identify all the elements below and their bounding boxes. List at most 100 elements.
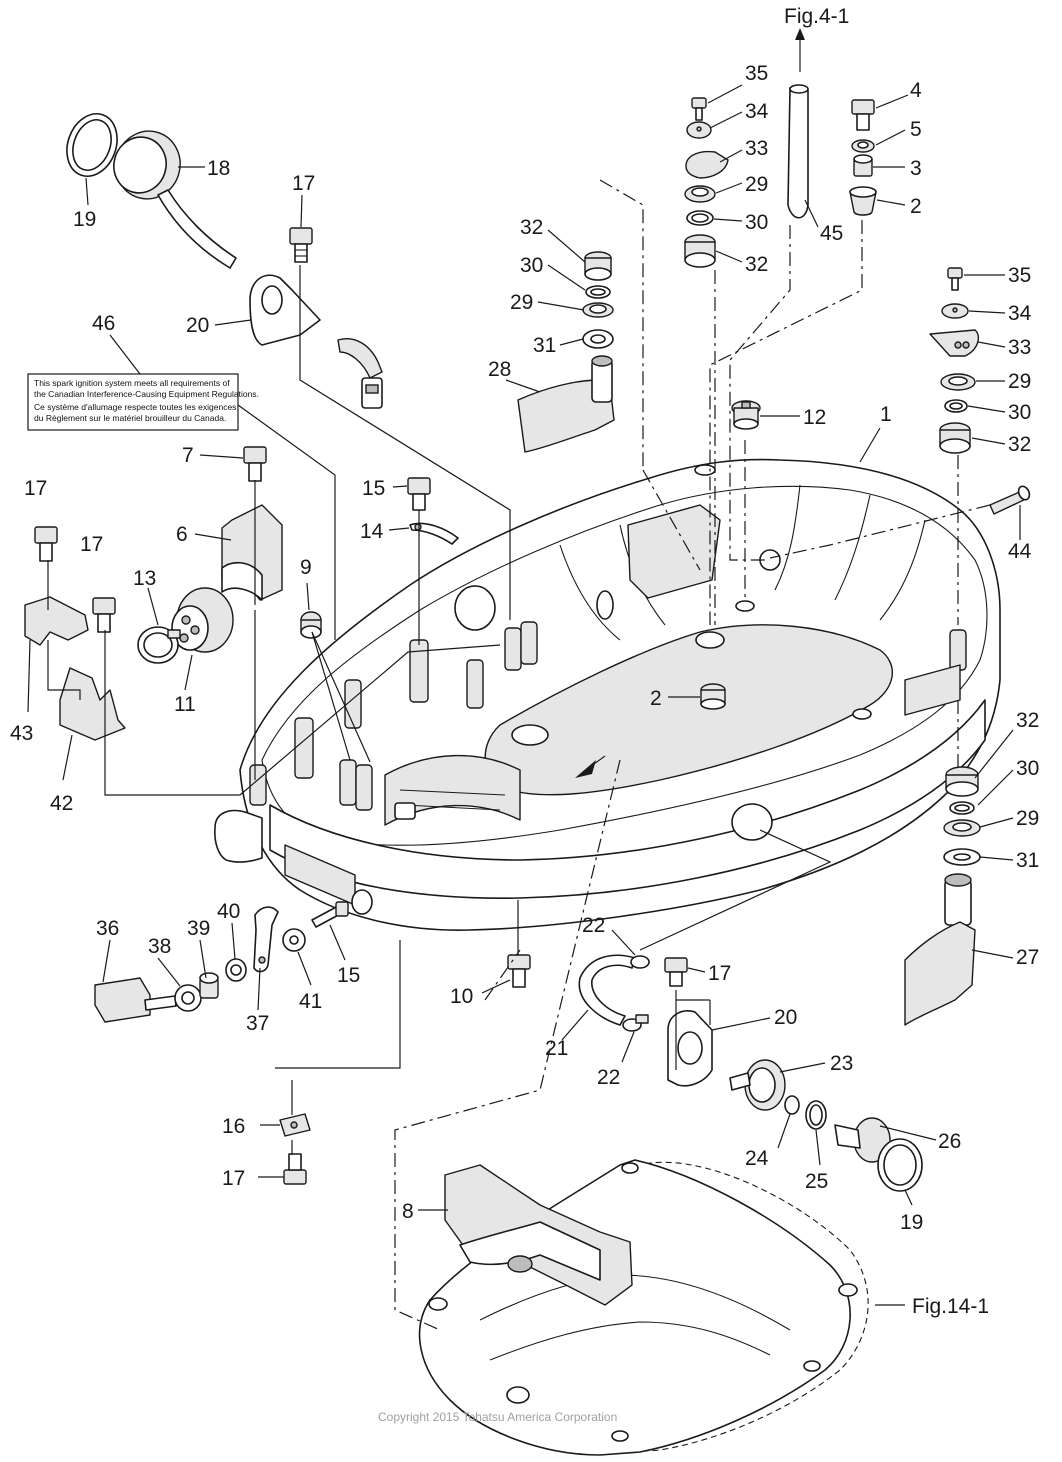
decal-line-4: du Règlement sur le matériel brouilleur … xyxy=(34,413,226,423)
callout-14: 14 xyxy=(360,520,384,543)
callout-17: 17 xyxy=(24,477,47,500)
callout-1: 1 xyxy=(880,403,892,426)
callout-16: 16 xyxy=(222,1115,245,1138)
part-17-bolt-left-a xyxy=(34,526,58,562)
part-14-washer xyxy=(409,522,459,545)
callout-19: 19 xyxy=(73,208,96,231)
part-29-bushing-d xyxy=(943,819,981,837)
callout-30: 30 xyxy=(745,211,768,234)
part-30-ring-a xyxy=(686,210,714,226)
part-4-bolt xyxy=(851,99,875,131)
callout-20: 20 xyxy=(774,1006,797,1029)
callout-31: 31 xyxy=(533,334,556,357)
callout-9: 9 xyxy=(300,556,312,579)
part-43-bracket xyxy=(24,596,89,646)
callout-8: 8 xyxy=(402,1200,414,1223)
callout-33: 33 xyxy=(745,137,768,160)
part-13-hose-clamp xyxy=(137,626,181,664)
part-22-clamp-b xyxy=(622,1014,649,1032)
callout-leaders xyxy=(27,84,1021,1306)
callout-31: 31 xyxy=(1016,849,1039,872)
callout-18: 18 xyxy=(207,157,230,180)
part-32-collar-c xyxy=(939,422,971,454)
assembly-lines xyxy=(394,179,991,1331)
part-2-grommet-inner xyxy=(700,683,726,710)
callout-22: 22 xyxy=(582,914,605,937)
part-25-oring xyxy=(805,1100,827,1130)
callout-38: 38 xyxy=(148,935,171,958)
callout-27: 27 xyxy=(1016,946,1039,969)
part-15-bolt-top xyxy=(407,477,431,511)
part-17-bolt-bottom xyxy=(283,1153,307,1185)
callout-30: 30 xyxy=(1008,401,1031,424)
callout-35: 35 xyxy=(1008,264,1031,287)
fig-4-1-arrowhead xyxy=(795,28,805,40)
callout-20: 20 xyxy=(186,314,209,337)
callout-37: 37 xyxy=(246,1012,269,1035)
callout-15: 15 xyxy=(337,964,360,987)
callout-2: 2 xyxy=(650,687,662,710)
part-38-spacer xyxy=(174,984,202,1012)
part-30-ring-b xyxy=(585,285,611,299)
callout-11: 11 xyxy=(174,693,196,716)
callout-32: 32 xyxy=(520,216,543,239)
callout-32: 32 xyxy=(745,253,768,276)
callout-34: 34 xyxy=(745,100,769,123)
decal-line-3: Ce système d'allumage respecte toutes le… xyxy=(34,402,236,412)
fig-ref-top: Fig.4-1 xyxy=(784,5,849,28)
part-9-grommet xyxy=(300,611,322,639)
lower-cover-pan xyxy=(214,458,1001,931)
part-41-washer xyxy=(282,928,306,952)
part-8-bracket xyxy=(444,1164,633,1306)
part-35-screw-b xyxy=(947,267,963,291)
callout-40: 40 xyxy=(217,900,240,923)
callout-3: 3 xyxy=(910,157,922,180)
callout-41: 41 xyxy=(299,990,322,1013)
callout-21: 21 xyxy=(545,1037,568,1060)
part-34-washer-a xyxy=(686,121,712,139)
part-28-tiller-handle xyxy=(517,355,615,453)
callout-23: 23 xyxy=(830,1052,853,1075)
part-40-washer xyxy=(225,958,247,982)
callout-28: 28 xyxy=(488,358,511,381)
part-29-bushing-c xyxy=(940,373,976,391)
part-39-sleeve xyxy=(199,972,219,999)
part-17-bolt-left-b xyxy=(92,597,116,633)
callout-29: 29 xyxy=(1008,370,1031,393)
part-16-nut xyxy=(279,1113,311,1137)
callout-33: 33 xyxy=(1008,336,1031,359)
part-2-grommet-top xyxy=(849,186,877,216)
part-42-bracket xyxy=(59,667,126,741)
part-44-pin xyxy=(989,485,1031,515)
part-36-lever xyxy=(94,977,177,1023)
callout-44: 44 xyxy=(1008,540,1032,563)
part-20-clamp-top xyxy=(249,274,383,409)
callout-32: 32 xyxy=(1008,433,1031,456)
part-17-bolt-right xyxy=(664,957,688,987)
part-31-washer-b xyxy=(582,329,614,349)
part-6-damper xyxy=(221,504,283,601)
callout-32: 32 xyxy=(1016,709,1039,732)
callout-4: 4 xyxy=(910,79,922,102)
part-3-collar xyxy=(853,154,873,177)
callout-24: 24 xyxy=(745,1147,769,1170)
callout-13: 13 xyxy=(133,567,156,590)
part-32-collar-b xyxy=(584,251,612,281)
callout-12: 12 xyxy=(803,406,826,429)
part-22-clamp-a xyxy=(630,955,650,969)
part-24-clip xyxy=(784,1095,800,1115)
callout-numbers: 35 34 33 29 30 32 45 4 5 3 2 35 34 33 29… xyxy=(10,62,1039,1234)
callout-36: 36 xyxy=(96,917,119,940)
callout-25: 25 xyxy=(805,1170,828,1193)
part-19-oring-bottom xyxy=(877,1138,923,1192)
callout-17: 17 xyxy=(80,533,103,556)
callout-35: 35 xyxy=(745,62,768,85)
callout-43: 43 xyxy=(10,722,33,745)
part-46-decal: This spark ignition system meets all req… xyxy=(27,373,259,431)
part-33-clip-b xyxy=(929,329,980,357)
part-32-collar-a xyxy=(684,234,716,268)
part-34-washer-b xyxy=(941,303,969,319)
part-19-oring-top xyxy=(66,113,118,177)
part-31-washer-d xyxy=(943,848,981,866)
